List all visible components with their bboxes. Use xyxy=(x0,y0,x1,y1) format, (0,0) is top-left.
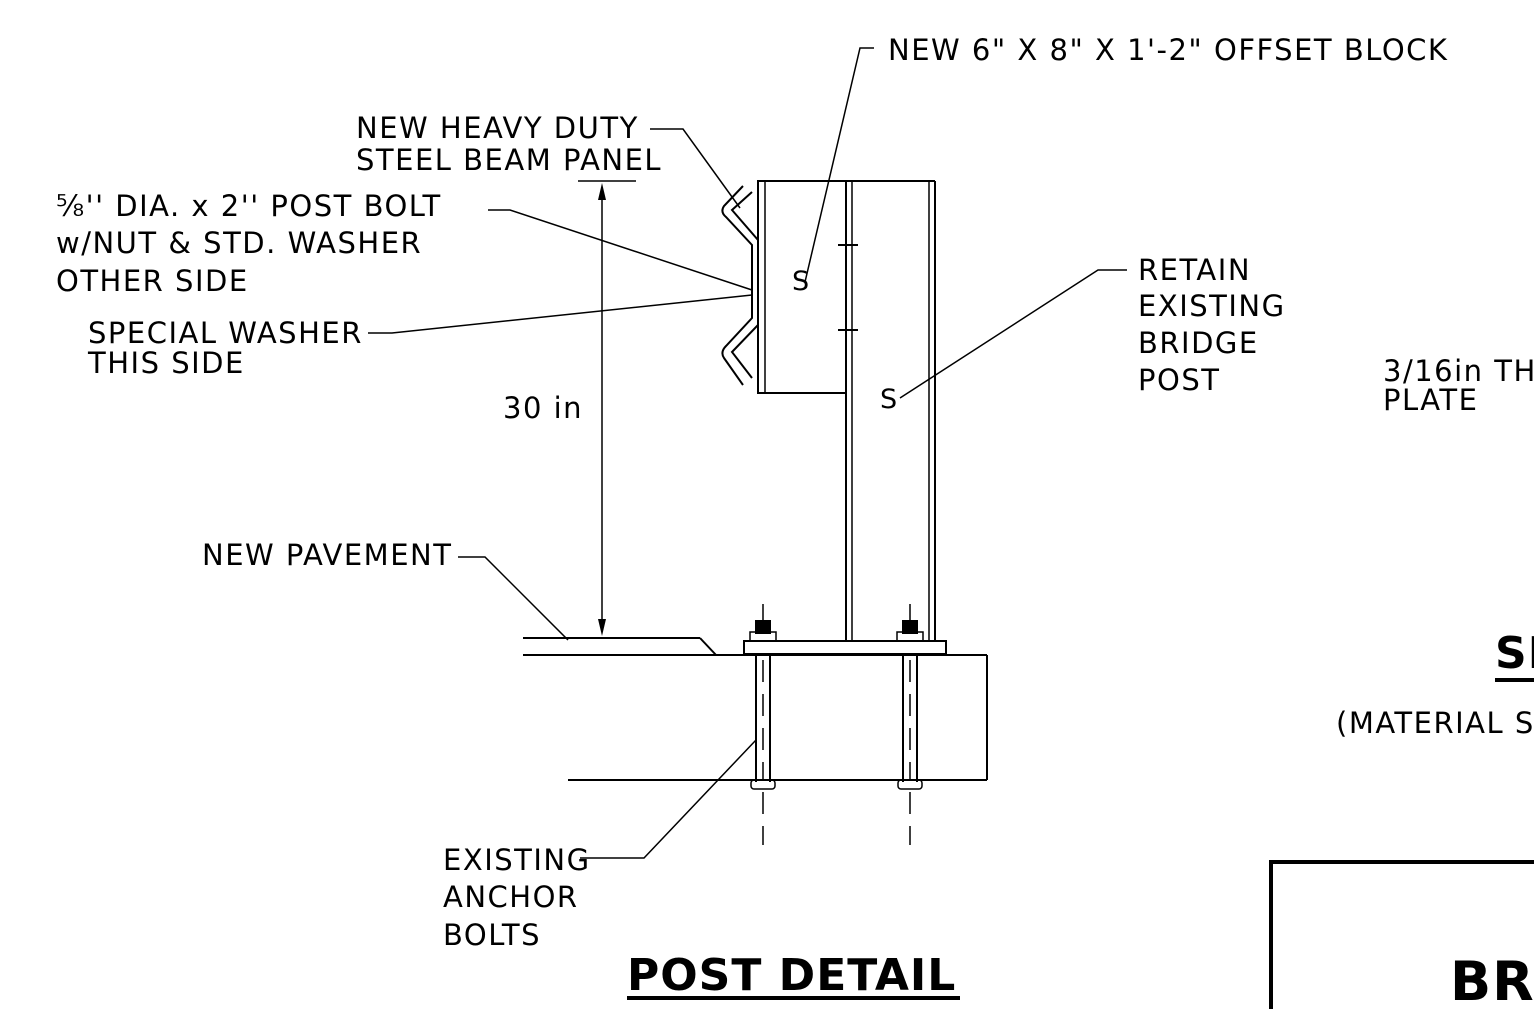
leader-beam-panel xyxy=(650,128,741,209)
leader-special-washer xyxy=(368,294,753,334)
plate-label-line1: 3/16in TH xyxy=(1383,354,1534,388)
offset-block-section-mark: S xyxy=(792,266,810,297)
leader-retain-post xyxy=(899,269,1127,399)
retain-post-label-line3: BRIDGE xyxy=(1138,326,1259,360)
anchor-bolt-left xyxy=(749,604,777,845)
height-dimension-label: 30 in xyxy=(503,391,583,425)
post-bolt-label-line2: w/NUT & STD. WASHER xyxy=(56,226,422,260)
anchor-bolts-label-line2: ANCHOR xyxy=(443,880,579,914)
post-bolt-spec: '' DIA. x 2'' POST BOLT xyxy=(86,189,442,223)
material-note-partial: (MATERIAL S xyxy=(1336,706,1534,740)
title-block-border xyxy=(1269,860,1534,1009)
anchor-bolts-label-line3: BOLTS xyxy=(443,918,541,952)
w-beam-panel xyxy=(721,185,753,386)
beam-panel-label-line1: NEW HEAVY DUTY xyxy=(356,111,639,145)
special-washer-label-line1: SPECIAL WASHER xyxy=(88,316,363,350)
retain-post-label-line2: EXISTING xyxy=(1138,289,1286,323)
height-dimension: 30 in xyxy=(503,180,636,636)
anchor-bolt-right xyxy=(896,604,924,845)
leader-offset-block xyxy=(804,47,874,283)
post-bolt-label-line3: OTHER SIDE xyxy=(56,264,249,298)
plate-label-line2: PLATE xyxy=(1383,383,1478,417)
new-pavement-label: NEW PAVEMENT xyxy=(202,538,452,572)
title-block-text-partial: BRI xyxy=(1450,950,1534,1009)
leader-new-pavement xyxy=(458,556,569,641)
post-detail-title: POST DETAIL xyxy=(627,950,956,1001)
retain-post-label-line4: POST xyxy=(1138,363,1220,397)
retain-post-label-line1: RETAIN xyxy=(1138,253,1251,287)
offset-block-label: NEW 6" X 8" X 1'-2" OFFSET BLOCK xyxy=(888,33,1448,67)
special-washer-label-line2: THIS SIDE xyxy=(87,346,245,380)
section-title-partial: SI xyxy=(1495,628,1534,679)
post-bolt-fraction: ⅝ xyxy=(56,189,86,223)
pavement-edge-slope xyxy=(699,637,717,656)
post-bolt-label-line1: ⅝'' DIA. x 2'' POST BOLT xyxy=(56,189,442,223)
base-plate xyxy=(743,640,947,655)
leader-post-bolt xyxy=(488,209,753,291)
post-section-mark: S xyxy=(880,384,898,415)
leader-anchor-bolts xyxy=(580,739,757,859)
anchor-bolts-label-line1: EXISTING xyxy=(443,843,591,877)
beam-panel-label-line2: STEEL BEAM PANEL xyxy=(356,143,662,177)
